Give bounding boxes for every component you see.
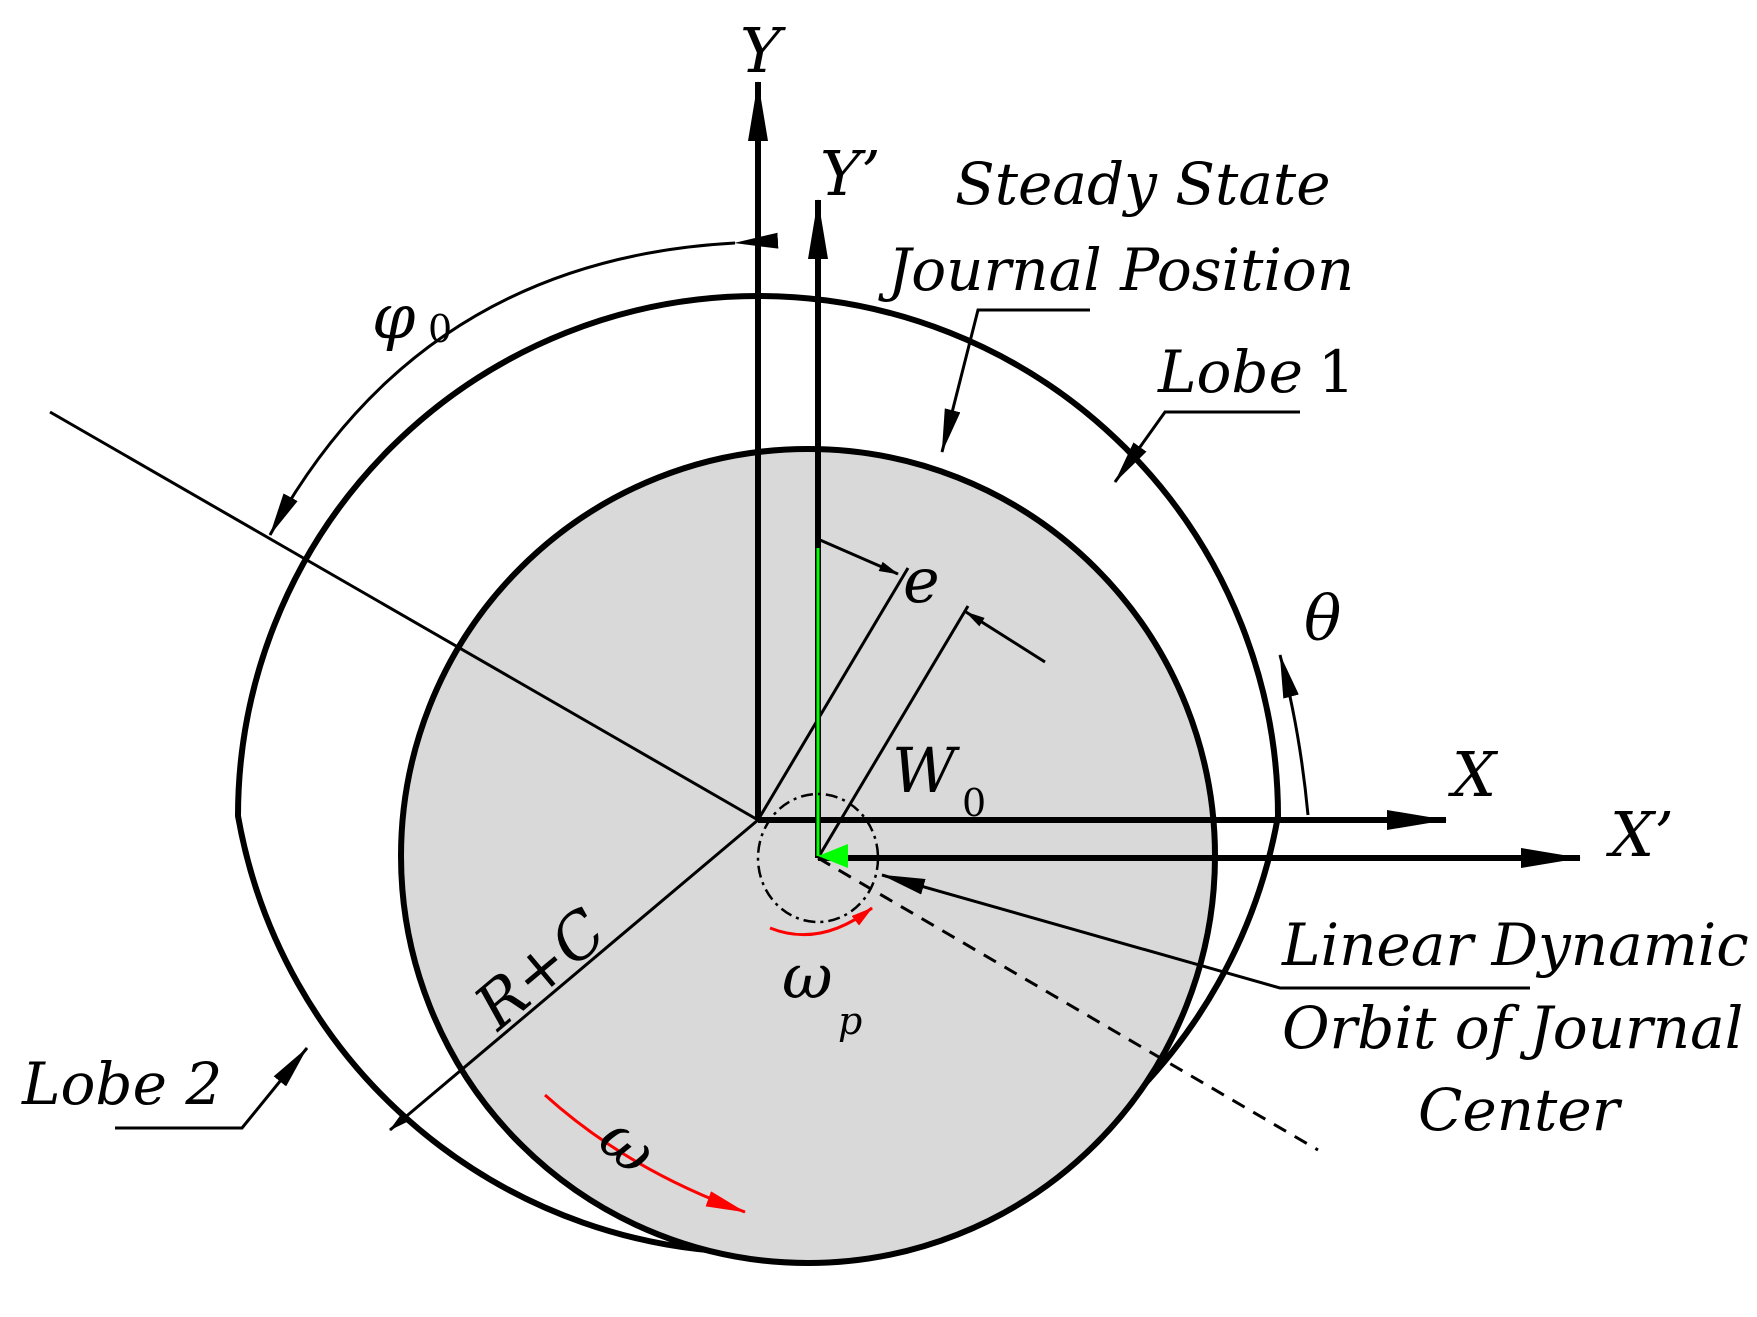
lobe2-label: Lobe 2 (21, 1050, 222, 1118)
radius-line (389, 818, 759, 1132)
precession-subscript-label: p (838, 999, 862, 1043)
precession-symbol-label: ω (782, 940, 833, 1013)
eccentricity-line-1 (756, 567, 910, 821)
load-label: W (892, 734, 960, 807)
lobe1-label-number: 1 (1318, 338, 1355, 406)
phi-arc (268, 232, 779, 536)
orbit-label-line1: Linear Dynamic (1281, 911, 1749, 979)
lobe2-leader (115, 1047, 309, 1130)
phi-subscript-label: 0 (428, 307, 452, 351)
eccentricity-arrow-2 (965, 610, 1046, 664)
x-axis-label: X (1448, 738, 1499, 811)
lobe1-label-word: Lobe (1157, 338, 1303, 406)
orbit-leader (881, 873, 1530, 990)
dynamic-orbit-ellipse (756, 792, 880, 924)
precession-arrow (769, 906, 873, 937)
orbit-label-line3: Center (1418, 1076, 1623, 1144)
theta-label: θ (1304, 582, 1341, 655)
theta-arc (1278, 654, 1310, 816)
steady-state-label-line2: Journal Position (878, 236, 1354, 304)
x-prime-axis-label: X’ (1606, 798, 1674, 871)
y-prime-axis-label: Y’ (820, 137, 881, 210)
orbit-label-line2: Orbit of Journal (1282, 994, 1743, 1062)
lobe1-leader (1113, 410, 1300, 483)
steady-state-label-line1: Steady State (955, 150, 1331, 218)
eccentricity-line-2 (816, 605, 970, 859)
rotation-arrow (543, 1093, 746, 1214)
phi-symbol-label: φ (372, 280, 416, 353)
load-subscript-label: 0 (962, 781, 986, 825)
eccentricity-arrow-1 (819, 538, 899, 576)
steady-state-leader (940, 308, 1090, 453)
y-axis-label: Y (740, 14, 786, 87)
lobe-split-line (49, 410, 759, 822)
eccentricity-label: e (903, 544, 940, 617)
dashed-load-line (817, 856, 1319, 1152)
